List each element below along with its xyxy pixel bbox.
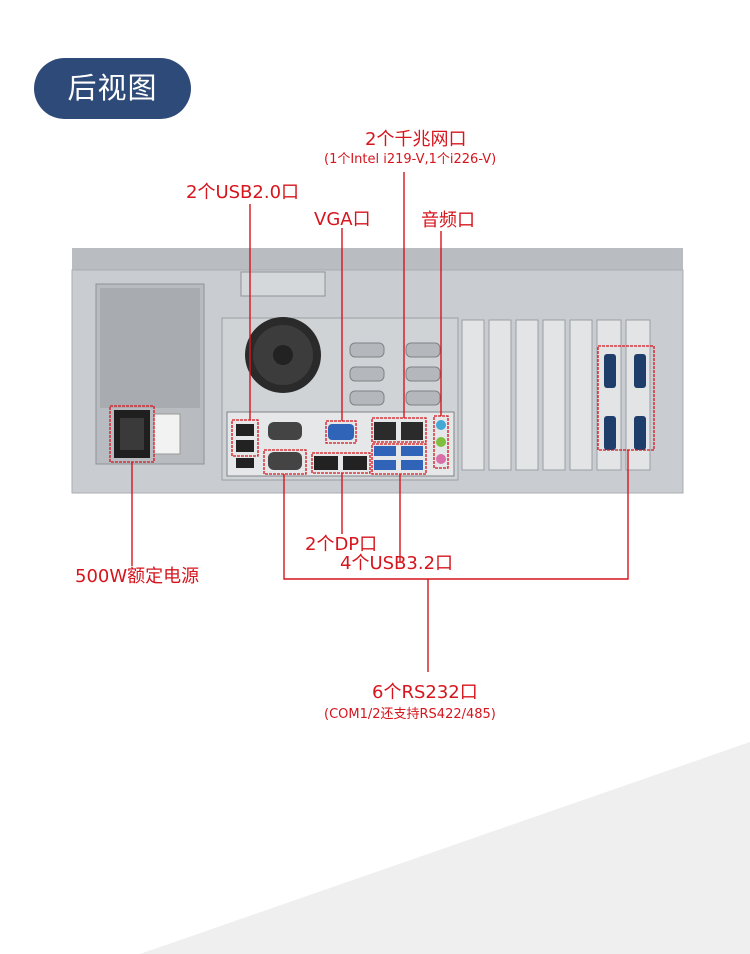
- usb3-port-1: [374, 446, 396, 456]
- audio-jack-blue: [436, 420, 446, 430]
- line-rs232-bar: [283, 450, 629, 580]
- label-vga: VGA口: [314, 209, 371, 230]
- label-power: 500W额定电源: [75, 566, 200, 587]
- expansion-com-ports: [604, 354, 646, 450]
- label-rs232-detail: (COM1/2还支持RS422/485): [324, 707, 496, 722]
- highlight-ext-com: [597, 345, 655, 451]
- expansion-slots: [461, 319, 651, 471]
- label-audio: 音频口: [421, 210, 475, 231]
- chassis-top-edge: [72, 248, 683, 272]
- usb3-port-3: [374, 460, 396, 470]
- audio-jack-pink: [436, 454, 446, 464]
- com-port-1: [268, 422, 302, 440]
- hdmi-port: [236, 458, 254, 468]
- dp-port-2: [343, 456, 367, 470]
- lan-port-2: [401, 422, 423, 440]
- chassis-slot-cover: [240, 271, 326, 297]
- vga-port: [328, 424, 354, 440]
- dp-port-1: [314, 456, 338, 470]
- label-dp: 2个DP口: [305, 534, 378, 555]
- highlight-usb3: [371, 443, 427, 475]
- lan-port-1: [374, 422, 396, 440]
- label-rs232: 6个RS232口: [372, 682, 478, 703]
- usb3-port-2: [401, 446, 423, 456]
- highlight-usb2: [231, 419, 259, 457]
- audio-jack-green: [436, 437, 446, 447]
- psu-grille: [100, 288, 200, 408]
- highlight-com: [263, 449, 307, 475]
- label-usb3: 4个USB3.2口: [340, 553, 454, 574]
- page-title: 后视图: [34, 58, 191, 119]
- power-switch: [153, 413, 181, 455]
- usb3-port-4: [401, 460, 423, 470]
- label-lan: 2个千兆网口: [365, 129, 467, 150]
- highlight-dp: [311, 452, 371, 474]
- label-lan-detail: (1个Intel i219-V,1个i226-V): [324, 152, 497, 167]
- highlight-lan: [371, 417, 427, 443]
- com-port-2: [268, 452, 302, 470]
- usb2-port-2: [236, 440, 254, 452]
- label-usb2: 2个USB2.0口: [186, 182, 300, 203]
- usb2-port-1: [236, 424, 254, 436]
- highlight-vga: [325, 420, 357, 444]
